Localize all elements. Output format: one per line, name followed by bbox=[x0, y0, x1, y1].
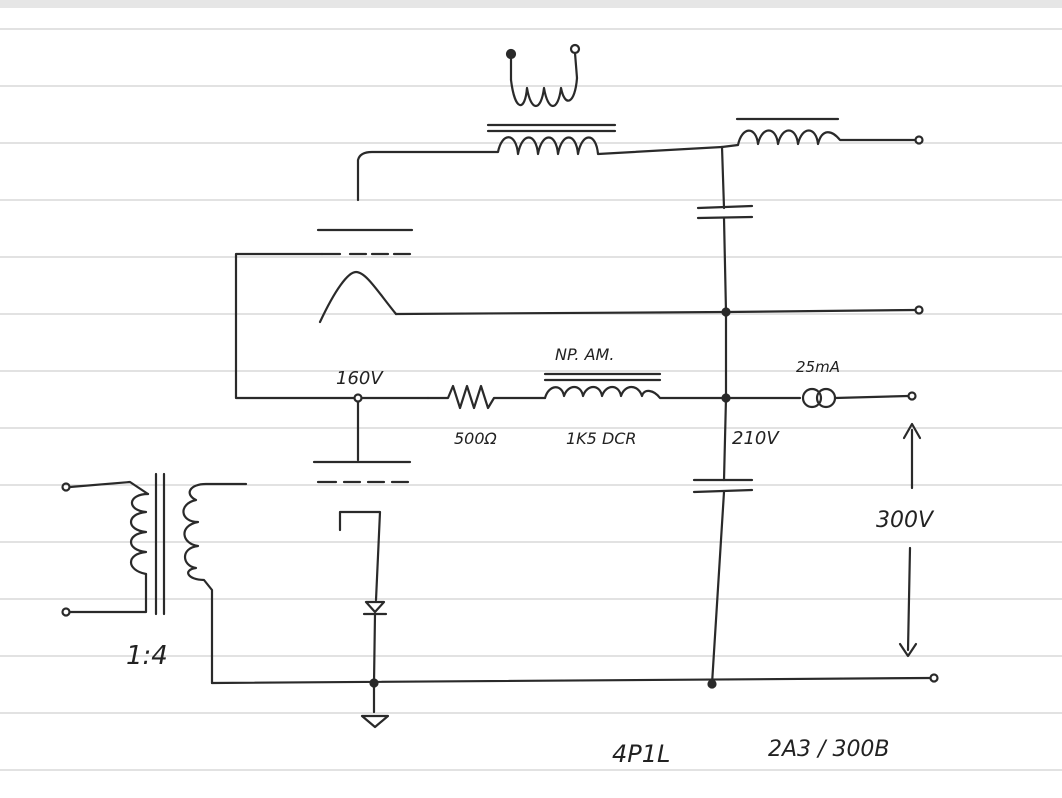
ground-icon bbox=[360, 681, 390, 729]
choke-top-winding bbox=[356, 136, 724, 202]
voltage-arrow bbox=[898, 422, 922, 658]
label-driver-tube: 4P1L bbox=[612, 740, 670, 768]
diode-icon bbox=[362, 600, 388, 685]
current-meter-icon bbox=[724, 387, 917, 409]
top-capacitor bbox=[696, 145, 754, 314]
label-output-tube: 2A3 / 300B bbox=[768, 737, 890, 762]
output-tube-symbol bbox=[312, 460, 412, 602]
label-160v: 160V bbox=[336, 368, 384, 389]
label-500-ohm: 500Ω bbox=[454, 429, 498, 448]
label-1k5-dcr: 1K5 DCR bbox=[566, 429, 637, 448]
top-band bbox=[0, 0, 1062, 8]
label-np-am: NP. AM. bbox=[555, 345, 614, 364]
schematic-ink bbox=[61, 43, 939, 729]
node-160v bbox=[353, 393, 363, 462]
resistor-500 bbox=[426, 384, 547, 410]
input-transformer bbox=[61, 472, 248, 685]
label-300v: 300V bbox=[876, 508, 935, 533]
label-25ma: 25mA bbox=[796, 358, 840, 376]
inductor-np-am bbox=[543, 310, 731, 403]
driver-tube-symbol bbox=[316, 228, 728, 324]
label-ratio: 1:4 bbox=[126, 641, 168, 671]
ruled-lines bbox=[0, 28, 1062, 771]
lower-capacitor bbox=[692, 396, 754, 686]
filament-winding-icon bbox=[505, 43, 581, 108]
choke-core-lines bbox=[486, 123, 617, 133]
output-choke bbox=[720, 117, 924, 149]
left-frame bbox=[234, 252, 430, 400]
label-210v: 210V bbox=[732, 428, 780, 449]
